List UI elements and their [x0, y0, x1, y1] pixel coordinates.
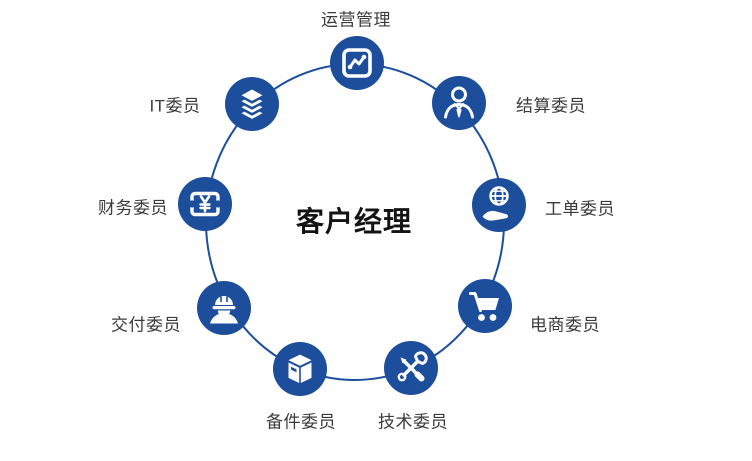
- center-title: 客户经理: [295, 206, 413, 237]
- node-operations-management: [330, 36, 384, 90]
- label-settlement-committee: 结算委员: [516, 96, 586, 116]
- label-spare-parts-committee: 备件委员: [266, 412, 336, 432]
- node-work-order-committee: [472, 178, 526, 232]
- construction-worker-icon: [210, 296, 238, 324]
- label-operations-management: 运营管理: [321, 10, 391, 30]
- globe-hand-icon: [482, 186, 509, 221]
- label-ecommerce-committee: 电商委员: [530, 315, 600, 335]
- crossed-tools-icon: [397, 351, 428, 382]
- node-delivery-committee: [197, 281, 251, 335]
- label-work-order-committee: 工单委员: [545, 199, 615, 219]
- chart-line-icon: [342, 48, 372, 78]
- node-spare-parts-committee: [273, 342, 327, 396]
- shopping-cart-icon: [469, 292, 499, 321]
- business-person-icon: [444, 86, 474, 119]
- label-delivery-committee: 交付委员: [111, 315, 181, 335]
- yuan-ticket-icon: [188, 191, 222, 217]
- package-box-icon: [286, 353, 314, 383]
- label-it-committee: IT委员: [149, 96, 201, 116]
- stacked-layers-icon: [241, 89, 263, 119]
- node-it-committee: [225, 77, 279, 131]
- node-technical-committee: [384, 341, 438, 395]
- label-technical-committee: 技术委员: [378, 412, 448, 432]
- node-ecommerce-committee: [458, 279, 512, 333]
- node-finance-committee: [178, 177, 232, 231]
- node-settlement-committee: [432, 76, 486, 130]
- label-finance-committee: 财务委员: [98, 198, 168, 218]
